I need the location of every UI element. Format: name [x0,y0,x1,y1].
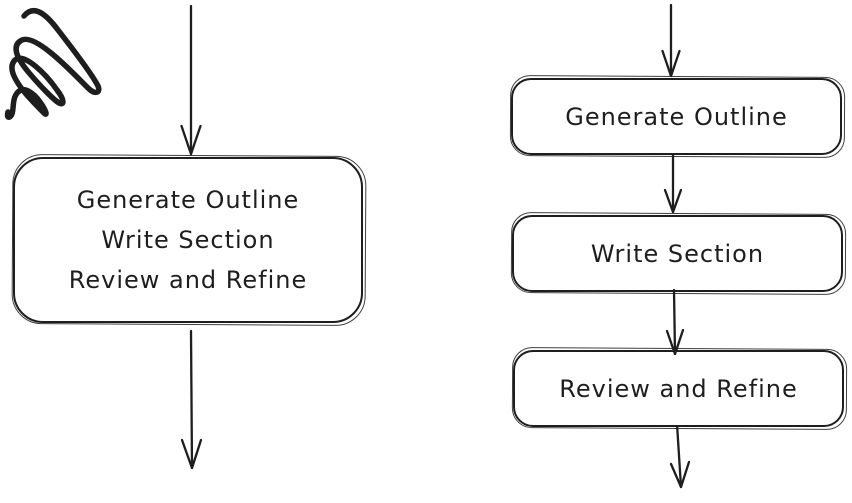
node-review-and-refine: Review and Refine [513,350,844,427]
arrow-down-icon [665,288,685,356]
left-flowchart: Generate Outline Write Section Review an… [0,0,852,470]
node-label: Write Section [590,239,765,268]
arrow-down-icon [669,422,691,489]
arrow-down-icon [180,329,203,470]
scribble-icon [4,8,102,120]
node-line-write-section: Write Section [101,226,275,254]
arrow-down-icon [663,152,683,214]
node-label: Review and Refine [559,374,798,403]
node-label: Generate Outline [565,102,788,131]
node-write-section: Write Section [512,215,843,292]
node-line-review-and-refine: Review and Refine [68,266,308,294]
arrow-down-icon [180,4,202,156]
arrow-down-icon [661,3,681,78]
node-generate-outline: Generate Outline [511,78,842,155]
node-line-generate-outline: Generate Outline [76,186,300,214]
node-combined-steps: Generate Outline Write Section Review an… [13,157,363,323]
